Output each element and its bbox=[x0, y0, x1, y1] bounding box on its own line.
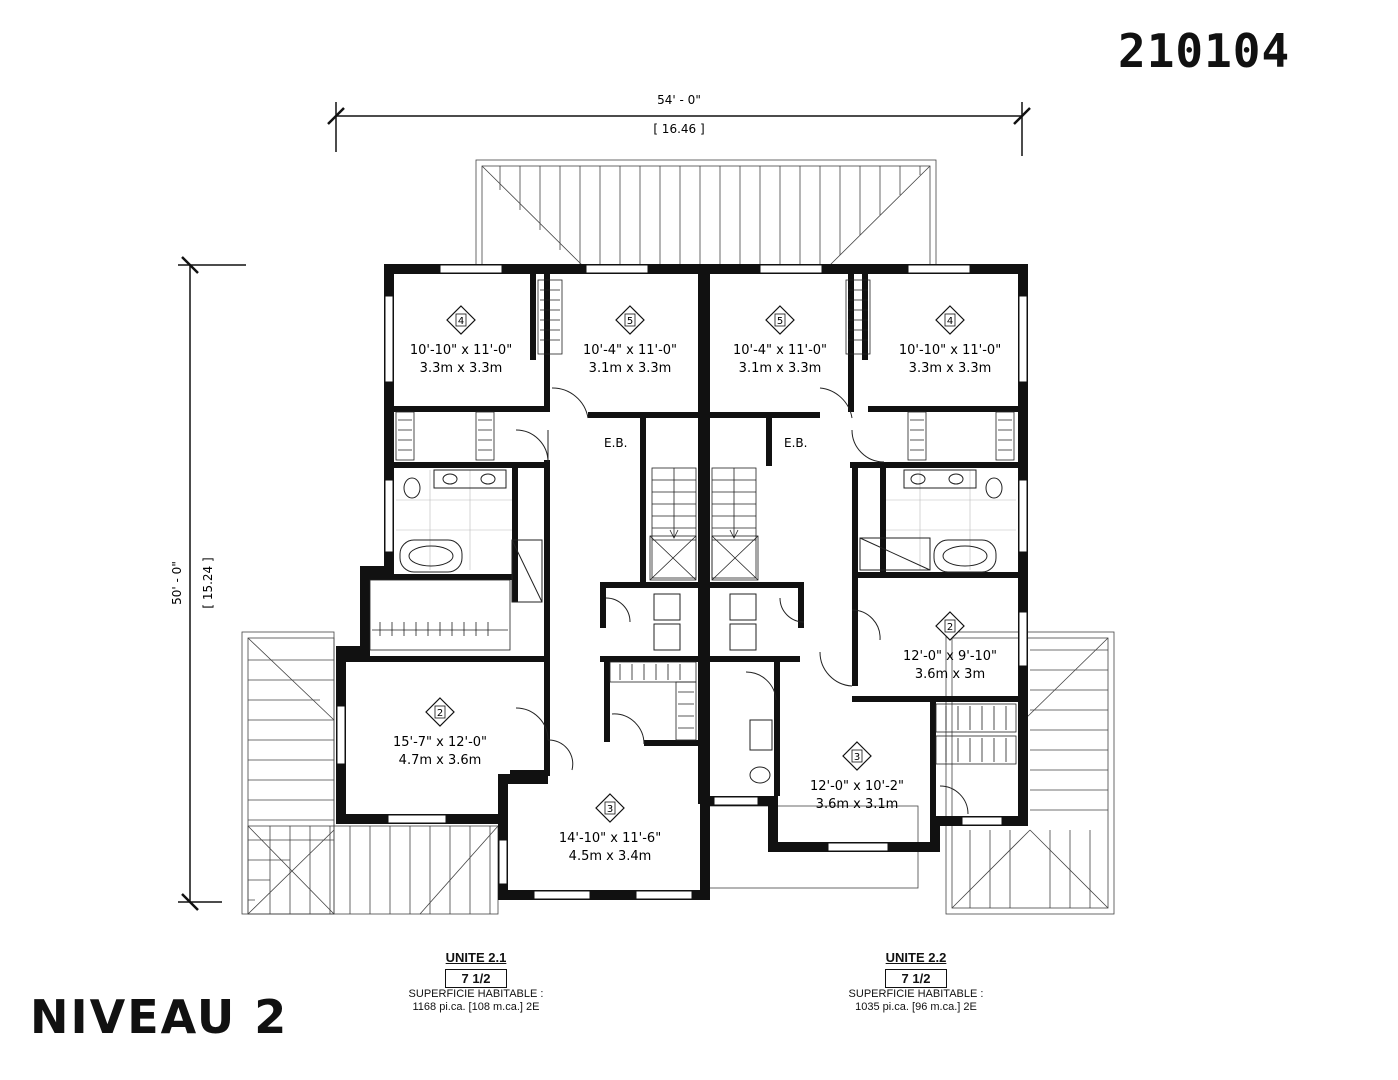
plan-number: 210104 bbox=[1118, 24, 1291, 78]
room-number-diamond bbox=[615, 305, 645, 335]
room-number-diamond bbox=[446, 305, 476, 335]
width-metric-label: [ 16.46 ] bbox=[653, 122, 704, 136]
room-number-box bbox=[944, 313, 956, 327]
room-tag: 5 10'-4" x 11'-0" 3.1m x 3.3m bbox=[733, 305, 827, 376]
width-imperial-label: 54' - 0" bbox=[657, 93, 701, 107]
depth-dimension bbox=[178, 256, 246, 911]
room-tags: 4 10'-10" x 11'-0" 3.3m x 3.3m 5 10'-4" x 11… bbox=[393, 305, 1001, 864]
closets bbox=[369, 279, 1017, 765]
level-title: NIVEAU 2 bbox=[30, 990, 289, 1044]
room-number: 3 bbox=[607, 804, 613, 815]
room-dimension-metric: 4.5m x 3.4m bbox=[569, 849, 652, 864]
room-number-box bbox=[434, 705, 446, 719]
balcony-right bbox=[945, 631, 1115, 915]
room-dimension-imperial: 10'-4" x 11'-0" bbox=[733, 343, 827, 358]
room-dimension-imperial: 14'-10" x 11'-6" bbox=[559, 831, 661, 846]
room-number: 4 bbox=[458, 316, 464, 327]
unit-info-1: UNITE 2.1 7 1/2 SUPERFICIE HABITABLE : 1… bbox=[356, 950, 596, 1014]
room-dimension-metric: 3.6m x 3.1m bbox=[816, 797, 899, 812]
room-number: 5 bbox=[777, 316, 783, 327]
interior-walls bbox=[346, 274, 1020, 816]
room-number: 2 bbox=[947, 622, 953, 633]
room-number: 2 bbox=[437, 708, 443, 719]
room-number-diamond bbox=[935, 611, 965, 641]
depth-imperial-label: 50' - 0" bbox=[170, 561, 184, 605]
room-number-diamond bbox=[765, 305, 795, 335]
room-number-diamond bbox=[935, 305, 965, 335]
room-tag: 3 14'-10" x 11'-6" 4.5m x 3.4m bbox=[559, 793, 661, 864]
width-dimension bbox=[327, 102, 1031, 156]
door-swings bbox=[515, 387, 969, 815]
room-dimension-imperial: 10'-10" x 11'-0" bbox=[899, 343, 1001, 358]
room-dimension-metric: 3.3m x 3.3m bbox=[909, 361, 992, 376]
balcony-bottom-left bbox=[247, 825, 499, 915]
room-dimension-metric: 3.1m x 3.3m bbox=[589, 361, 672, 376]
unit-name: UNITE 2.1 bbox=[445, 950, 507, 965]
eb-label-right: E.B. bbox=[784, 436, 807, 450]
room-dimension-imperial: 12'-0" x 9'-10" bbox=[903, 649, 997, 664]
room-dimension-imperial: 10'-10" x 11'-0" bbox=[410, 343, 512, 358]
unit-area-label: SUPERFICIE HABITABLE : bbox=[848, 988, 984, 1000]
unit-type-badge: 7 1/2 bbox=[444, 969, 508, 988]
room-number-diamond bbox=[842, 741, 872, 771]
windows bbox=[336, 264, 1028, 900]
room-dimension-metric: 3.3m x 3.3m bbox=[420, 361, 503, 376]
unit-info-2: UNITE 2.2 7 1/2 SUPERFICIE HABITABLE : 1… bbox=[796, 950, 1036, 1014]
stairs-right bbox=[711, 467, 759, 581]
laundry-units bbox=[653, 593, 757, 651]
balcony-left bbox=[241, 631, 335, 915]
room-number: 4 bbox=[947, 316, 953, 327]
room-number-box bbox=[624, 313, 636, 327]
depth-metric-label: [ 15.24 ] bbox=[201, 557, 215, 608]
room-dimension-metric: 4.7m x 3.6m bbox=[399, 753, 482, 768]
room-tag: 2 15'-7" x 12'-0" 4.7m x 3.6m bbox=[393, 697, 487, 768]
room-number-box bbox=[455, 313, 467, 327]
bath-fixtures-left bbox=[396, 469, 543, 603]
room-dimension-imperial: 15'-7" x 12'-0" bbox=[393, 735, 487, 750]
room-number: 5 bbox=[627, 316, 633, 327]
unit-area: 1035 pi.ca. [96 m.ca.] 2E bbox=[855, 1001, 977, 1013]
unit-type-badge: 7 1/2 bbox=[884, 969, 948, 988]
room-dimension-metric: 3.1m x 3.3m bbox=[739, 361, 822, 376]
room-tag: 3 12'-0" x 10'-2" 3.6m x 3.1m bbox=[810, 741, 904, 812]
eb-label-left: E.B. bbox=[604, 436, 627, 450]
unit-area: 1168 pi.ca. [108 m.ca.] 2E bbox=[412, 1001, 540, 1013]
room-dimension-imperial: 10'-4" x 11'-0" bbox=[583, 343, 677, 358]
balcony-top bbox=[475, 159, 937, 266]
room-number-box bbox=[774, 313, 786, 327]
bath-fixtures-right bbox=[749, 469, 1016, 784]
room-number-diamond bbox=[595, 793, 625, 823]
unit-name: UNITE 2.2 bbox=[885, 950, 947, 965]
room-tag: 5 10'-4" x 11'-0" 3.1m x 3.3m bbox=[583, 305, 677, 376]
room-number-box bbox=[604, 801, 616, 815]
room-tag: 2 12'-0" x 9'-10" 3.6m x 3m bbox=[903, 611, 997, 682]
room-number-box bbox=[944, 619, 956, 633]
room-tag: 4 10'-10" x 11'-0" 3.3m x 3.3m bbox=[410, 305, 512, 376]
room-number-box bbox=[851, 749, 863, 763]
room-dimension-imperial: 12'-0" x 10'-2" bbox=[810, 779, 904, 794]
room-tag: 4 10'-10" x 11'-0" 3.3m x 3.3m bbox=[899, 305, 1001, 376]
stairs-left bbox=[649, 467, 697, 581]
room-dimension-metric: 3.6m x 3m bbox=[915, 667, 985, 682]
room-number: 3 bbox=[854, 752, 860, 763]
room-number-diamond bbox=[425, 697, 455, 727]
unit-area-label: SUPERFICIE HABITABLE : bbox=[408, 988, 544, 1000]
